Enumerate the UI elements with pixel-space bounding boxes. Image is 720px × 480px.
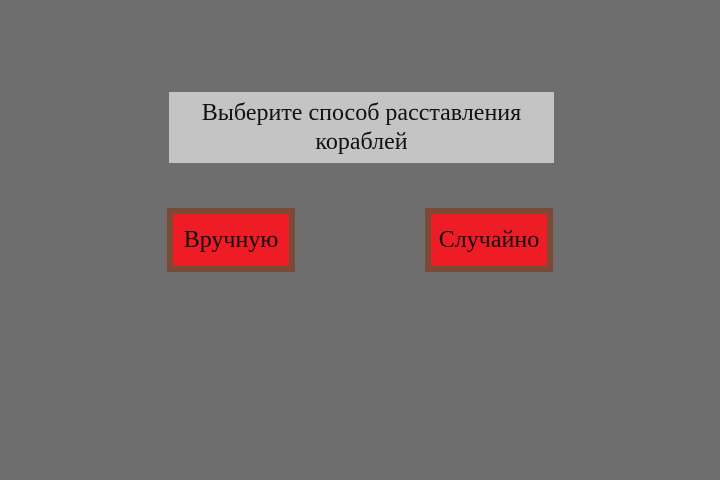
placement-prompt-panel: Выберите способ расставления кораблей — [169, 92, 554, 163]
random-placement-label: Случайно — [438, 226, 540, 253]
manual-placement-button[interactable]: Вручную — [167, 208, 295, 272]
random-placement-button[interactable]: Случайно — [425, 208, 553, 272]
manual-placement-label: Вручную — [183, 226, 279, 253]
placement-prompt-text: Выберите способ расставления кораблей — [201, 99, 522, 155]
